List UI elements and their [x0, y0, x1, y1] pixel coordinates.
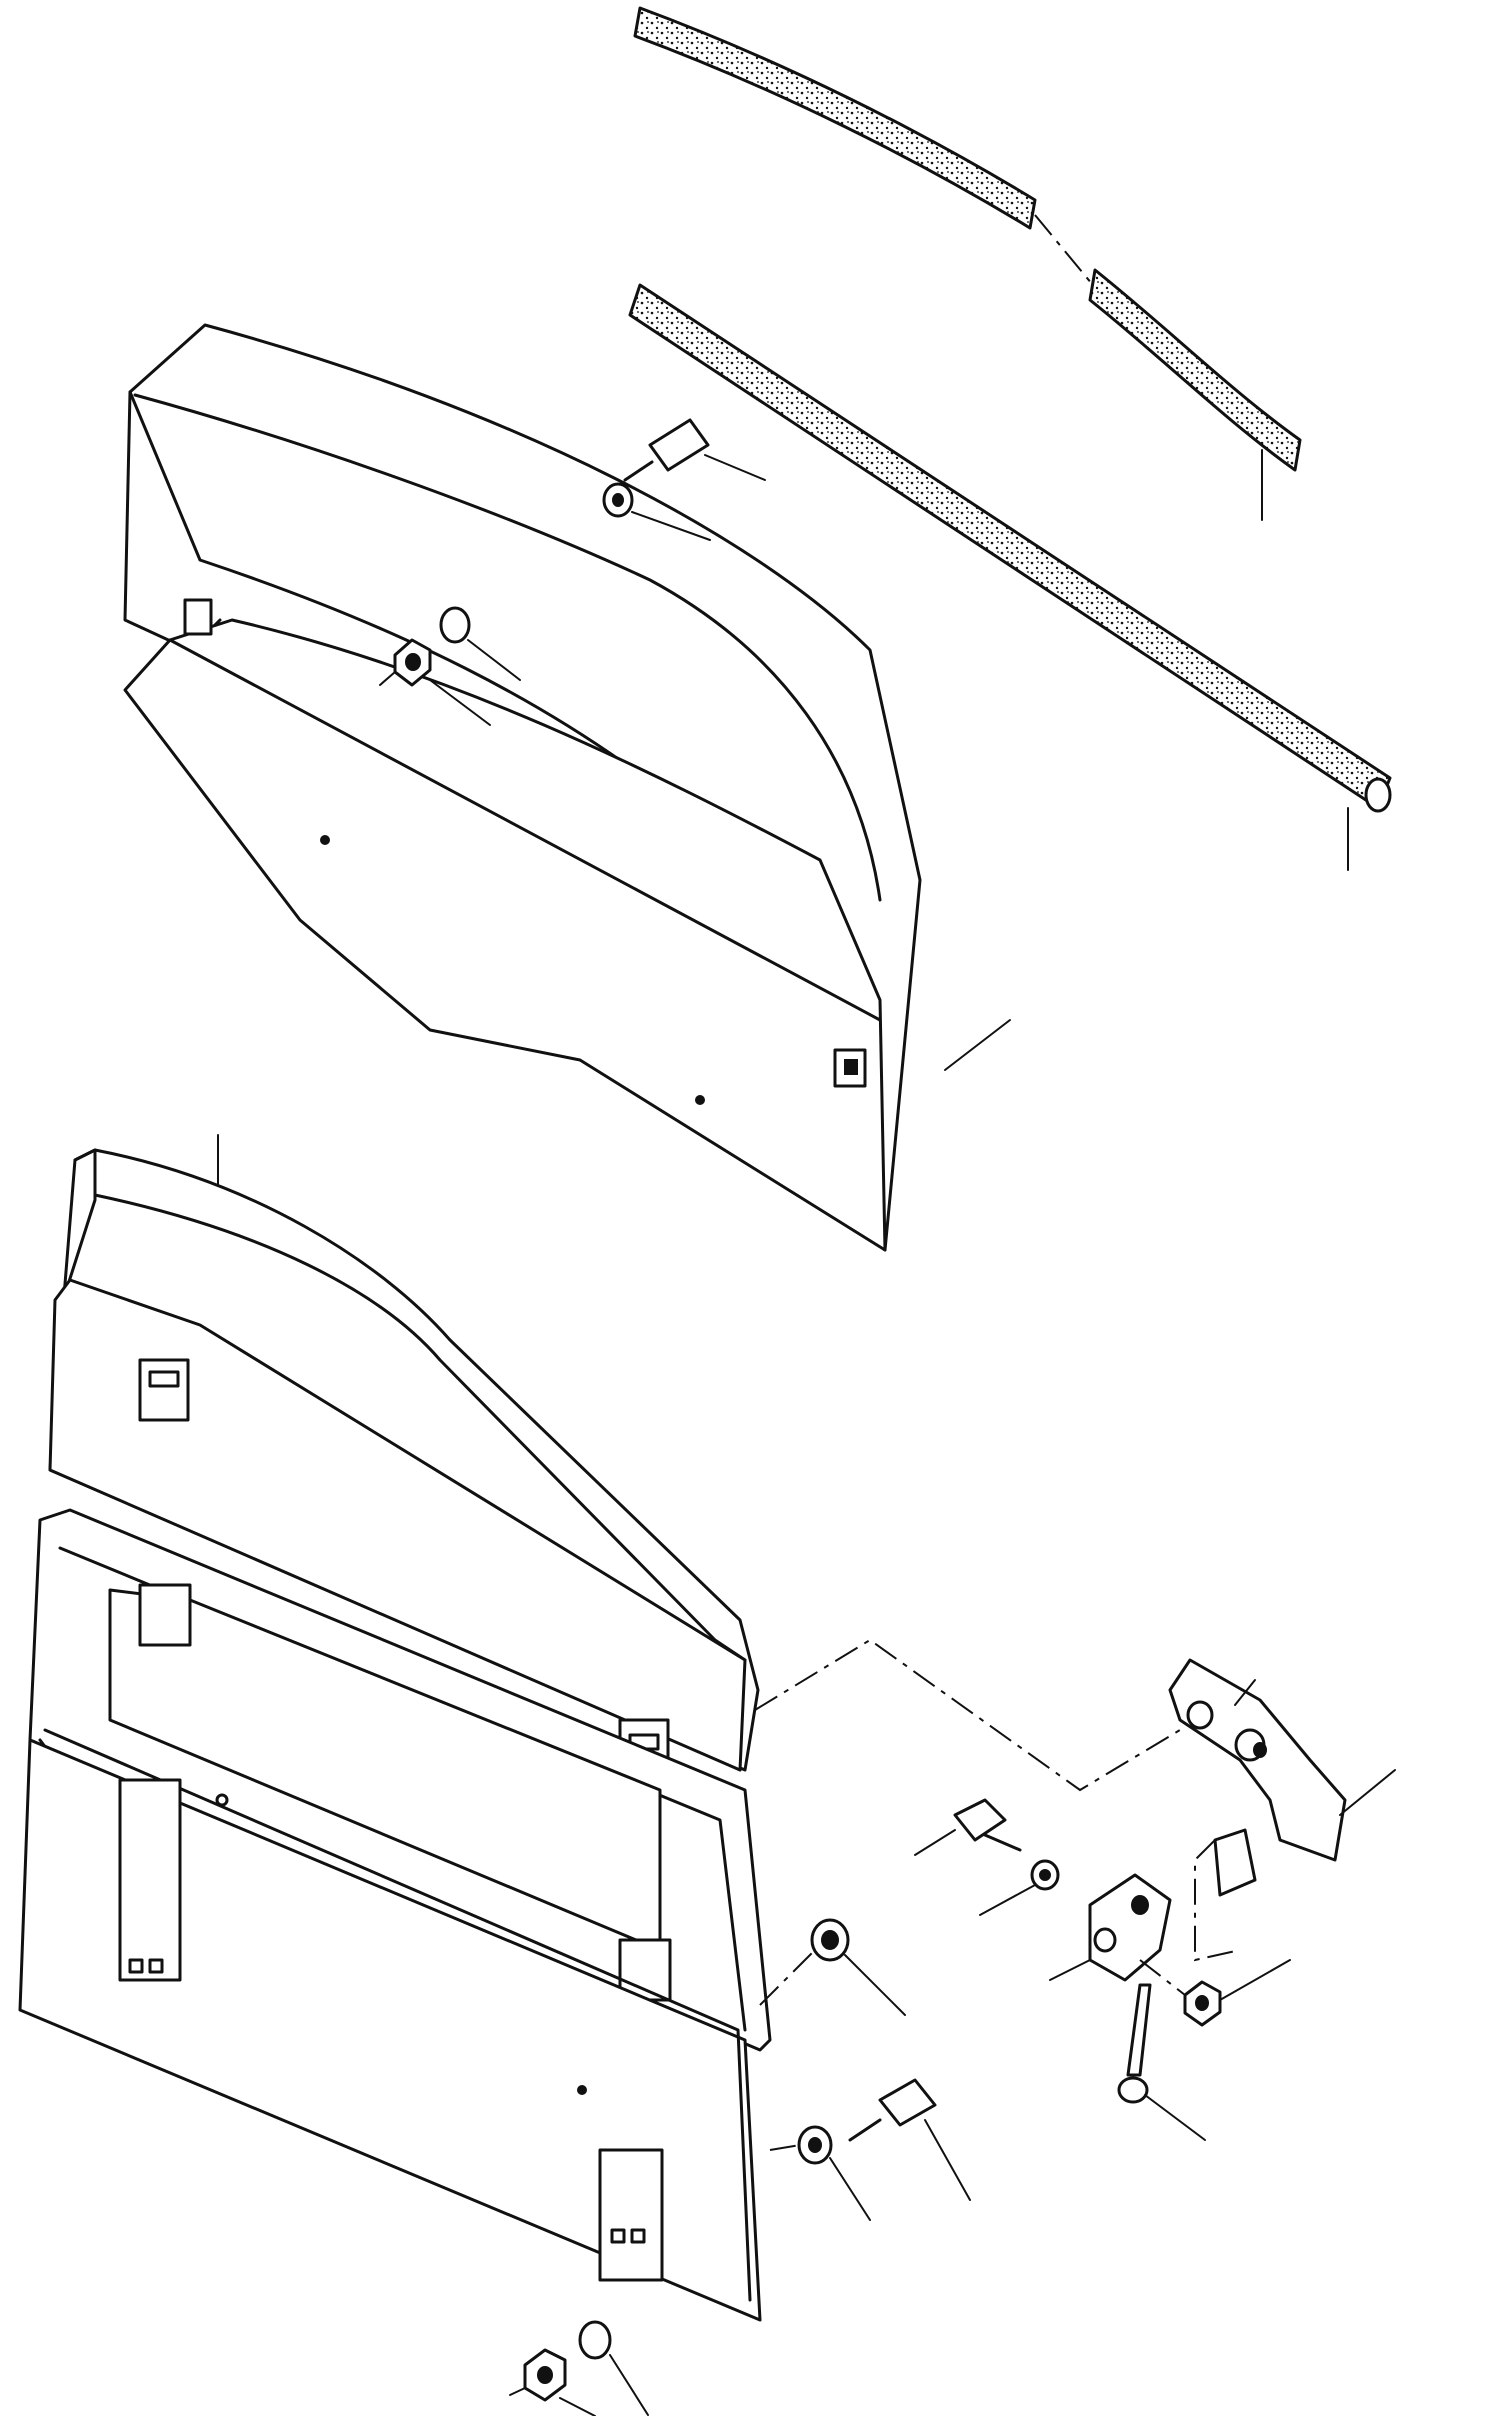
- hinge-bracket: [754, 1638, 1396, 1962]
- seal-strip-upper: [633, 6, 1302, 521]
- bottom-washer: [578, 2320, 649, 2416]
- seal-strip-lower: [628, 283, 1392, 871]
- hinge-washer: [979, 1859, 1060, 1916]
- nuts: [379, 638, 491, 726]
- hood-washer: [602, 482, 711, 541]
- door-washer-mid: [759, 1918, 906, 2016]
- bolts: [848, 2078, 971, 2201]
- bolts: [914, 1798, 1022, 1856]
- hood-cover: [123, 323, 1011, 1252]
- hinge-bolt: [914, 1798, 1022, 1856]
- hood-bolt: [623, 418, 766, 482]
- washers: [979, 1859, 1060, 1916]
- door-washer-low: [769, 2125, 871, 2221]
- hinge-clevis: [1049, 1873, 1172, 1982]
- cotter-pin: [1117, 1983, 1206, 2141]
- bolts: [623, 418, 766, 482]
- washers: [439, 482, 711, 681]
- hood-washer-inner: [439, 606, 521, 681]
- bottom-nut: [509, 2348, 596, 2416]
- nuts: [1139, 1959, 1291, 2027]
- hood-nut: [379, 638, 491, 726]
- hinge-nut: [1139, 1959, 1291, 2027]
- lower-door-panel: [18, 1508, 772, 2322]
- nuts: [509, 2348, 596, 2416]
- washers: [578, 1918, 906, 2416]
- door-bolt-low: [848, 2078, 971, 2201]
- upper-door-panel: [48, 1134, 760, 1782]
